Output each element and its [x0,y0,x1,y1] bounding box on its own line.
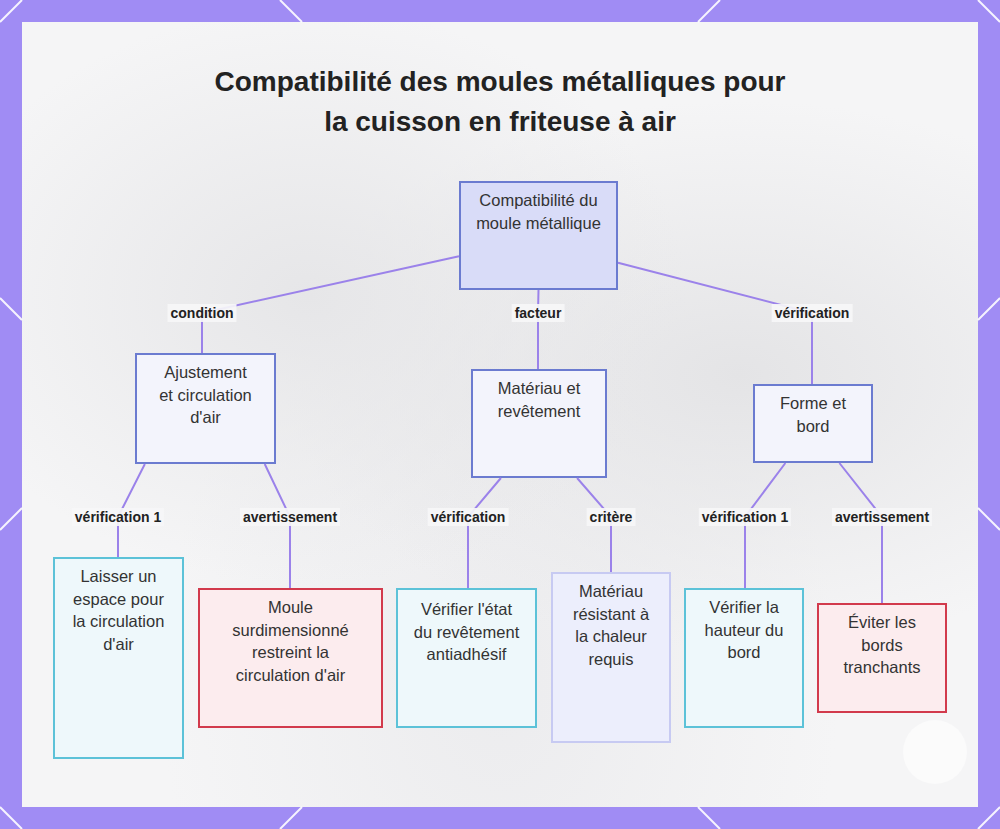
node-label: Laisser un espace pour la circulation d'… [69,565,169,655]
node-label: Matériau et revêtement [491,377,587,422]
category-box: Forme et bord [753,384,873,463]
edge-label: facteur [512,304,565,322]
connector [839,463,882,603]
node-label: Moule surdimensionné restreint la circul… [231,596,351,686]
category-box: Ajustement et circulation d'air [135,353,276,464]
warning-box: Moule surdimensionné restreint la circul… [198,588,383,728]
warning-box: Éviter les bords tranchants [817,603,947,713]
node-label: Matériau résistant à la chaleur requis [571,580,651,670]
connector [538,290,540,369]
connector [618,263,812,384]
diagram-title: Compatibilité des moules métalliques pou… [200,62,800,142]
criterion-box: Matériau résistant à la chaleur requis [551,572,671,743]
root-box: Compatibilité du moule métallique [459,181,618,290]
connector [468,478,501,588]
check-box: Vérifier la hauteur du bord [684,588,804,728]
node-label: Éviter les bords tranchants [827,611,937,679]
check-box: Laisser un espace pour la circulation d'… [53,557,184,759]
edge-label: vérification [772,304,853,322]
node-label: Vérifier la hauteur du bord [699,596,789,664]
node-label: Compatibilité du moule métallique [474,189,604,234]
node-label: Ajustement et circulation d'air [156,361,256,429]
edge-label: vérification 1 [72,508,164,526]
edge-label: vérification 1 [699,508,791,526]
connector [265,464,290,588]
edge-label: avertissement [832,508,932,526]
edge-label: condition [168,304,237,322]
category-box: Matériau et revêtement [471,369,607,478]
edge-label: critère [587,508,636,526]
check-box: Vérifier l'état du revêtement antiadhési… [396,588,537,728]
edge-label: avertissement [240,508,340,526]
logo-mark [903,720,967,784]
edge-label: vérification [428,508,509,526]
node-label: Forme et bord [763,392,863,437]
node-label: Vérifier l'état du revêtement antiadhési… [411,598,523,666]
connector [202,256,459,353]
